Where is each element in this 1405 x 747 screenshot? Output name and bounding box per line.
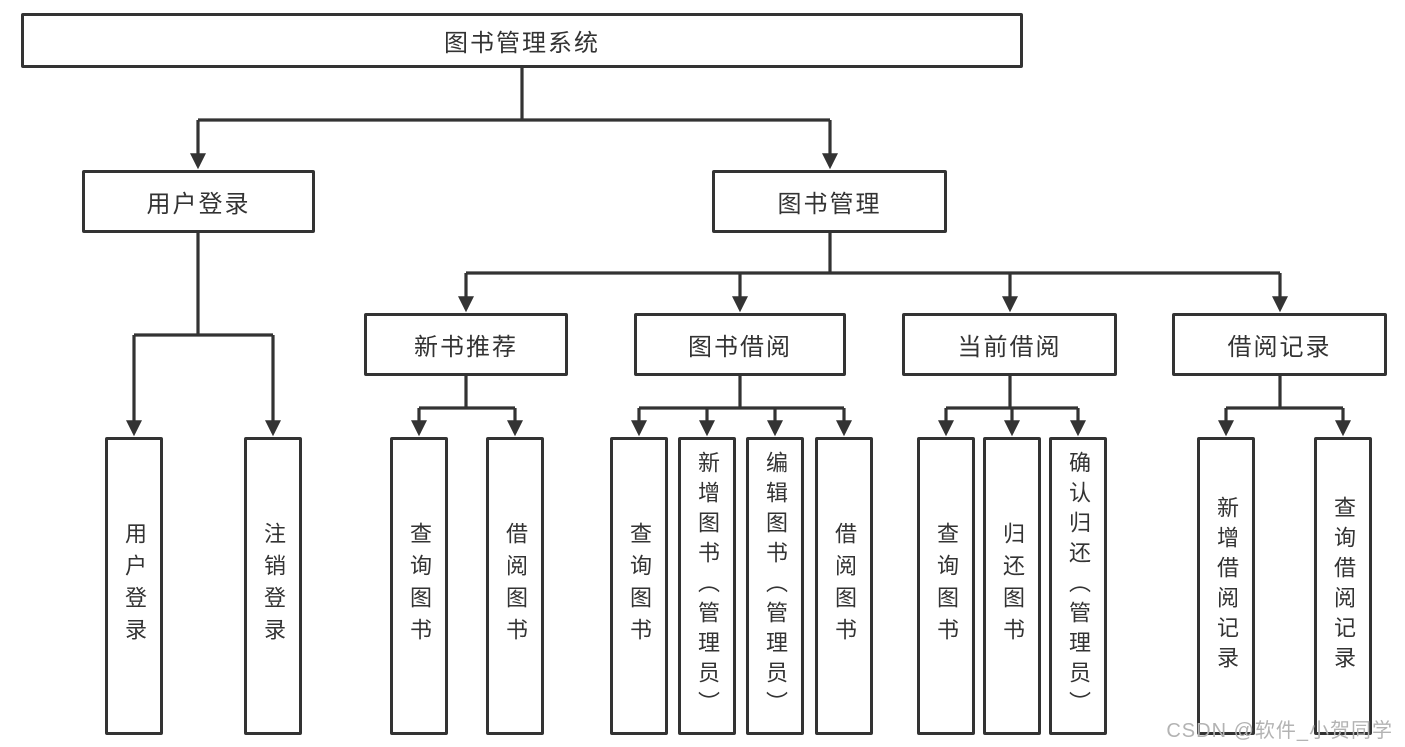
node-book-management: 图书管理 bbox=[712, 170, 947, 233]
node-label: 查询借阅记录 bbox=[1331, 496, 1356, 676]
node-label: 新书推荐 bbox=[414, 334, 518, 361]
node-label: 查询图书 bbox=[407, 522, 432, 650]
node-logout-leaf: 注销登录 bbox=[244, 437, 302, 735]
node-label: 用户登录 bbox=[122, 522, 147, 650]
node-label: 确认归还（管理员） bbox=[1066, 451, 1091, 721]
node-label: 借阅记录 bbox=[1227, 334, 1332, 361]
watermark: CSDN @软件_小贺同学 bbox=[1166, 720, 1393, 742]
node-query-borrow-record: 查询借阅记录 bbox=[1314, 437, 1372, 735]
node-library-system: 图书管理系统 bbox=[21, 13, 1023, 68]
node-add-books-admin: 新增图书（管理员） bbox=[678, 437, 736, 735]
node-label: 注销登录 bbox=[261, 522, 286, 650]
node-label: 图书管理 bbox=[777, 191, 882, 218]
node-label: 编辑图书（管理员） bbox=[763, 451, 788, 721]
node-label: 用户登录 bbox=[146, 191, 251, 218]
node-user-login-leaf: 用户登录 bbox=[105, 437, 163, 735]
node-borrow-books-1: 借阅图书 bbox=[486, 437, 544, 735]
node-label: 图书借阅 bbox=[688, 334, 792, 361]
node-current-borrowing: 当前借阅 bbox=[902, 313, 1117, 376]
node-add-borrow-record: 新增借阅记录 bbox=[1197, 437, 1255, 735]
node-book-borrowing: 图书借阅 bbox=[634, 313, 846, 376]
node-label: 图书管理系统 bbox=[444, 30, 600, 57]
node-label: 查询图书 bbox=[627, 522, 652, 650]
node-label: 借阅图书 bbox=[832, 522, 857, 650]
node-query-books-3: 查询图书 bbox=[917, 437, 975, 735]
node-borrow-books-2: 借阅图书 bbox=[815, 437, 873, 735]
node-label: 新增图书（管理员） bbox=[695, 451, 720, 721]
node-borrowing-records: 借阅记录 bbox=[1172, 313, 1387, 376]
node-query-books-2: 查询图书 bbox=[610, 437, 668, 735]
node-label: 归还图书 bbox=[1000, 522, 1025, 650]
node-query-books-1: 查询图书 bbox=[390, 437, 448, 735]
node-new-book-recommend: 新书推荐 bbox=[364, 313, 568, 376]
node-label: 当前借阅 bbox=[957, 334, 1062, 361]
node-user-login: 用户登录 bbox=[82, 170, 315, 233]
node-label: 借阅图书 bbox=[503, 522, 528, 650]
node-label: 查询图书 bbox=[934, 522, 959, 650]
node-return-books: 归还图书 bbox=[983, 437, 1041, 735]
node-confirm-return-admin: 确认归还（管理员） bbox=[1049, 437, 1107, 735]
node-label: 新增借阅记录 bbox=[1214, 496, 1239, 676]
node-edit-books-admin: 编辑图书（管理员） bbox=[746, 437, 804, 735]
